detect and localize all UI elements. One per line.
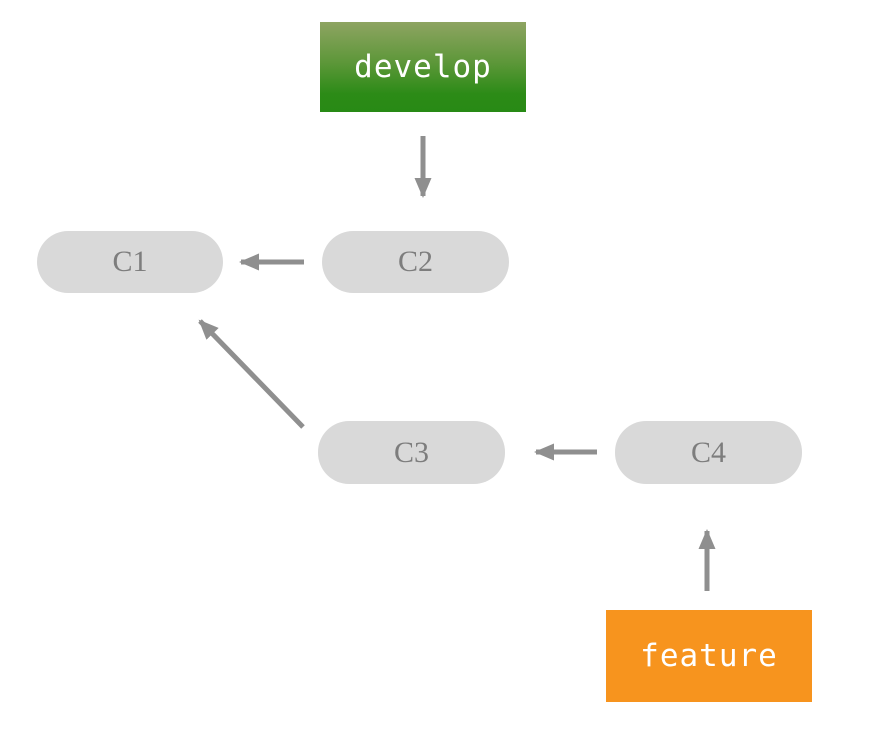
branch-label-feature: feature xyxy=(606,610,812,702)
commit-node-c4: C4 xyxy=(615,421,802,484)
commit-node-c2: C2 xyxy=(322,231,509,293)
commit-node-c1: C1 xyxy=(37,231,223,293)
edge-c3-to-c1 xyxy=(198,319,305,429)
branch-label-develop: develop xyxy=(320,22,526,112)
commit-node-c3: C3 xyxy=(318,421,505,484)
